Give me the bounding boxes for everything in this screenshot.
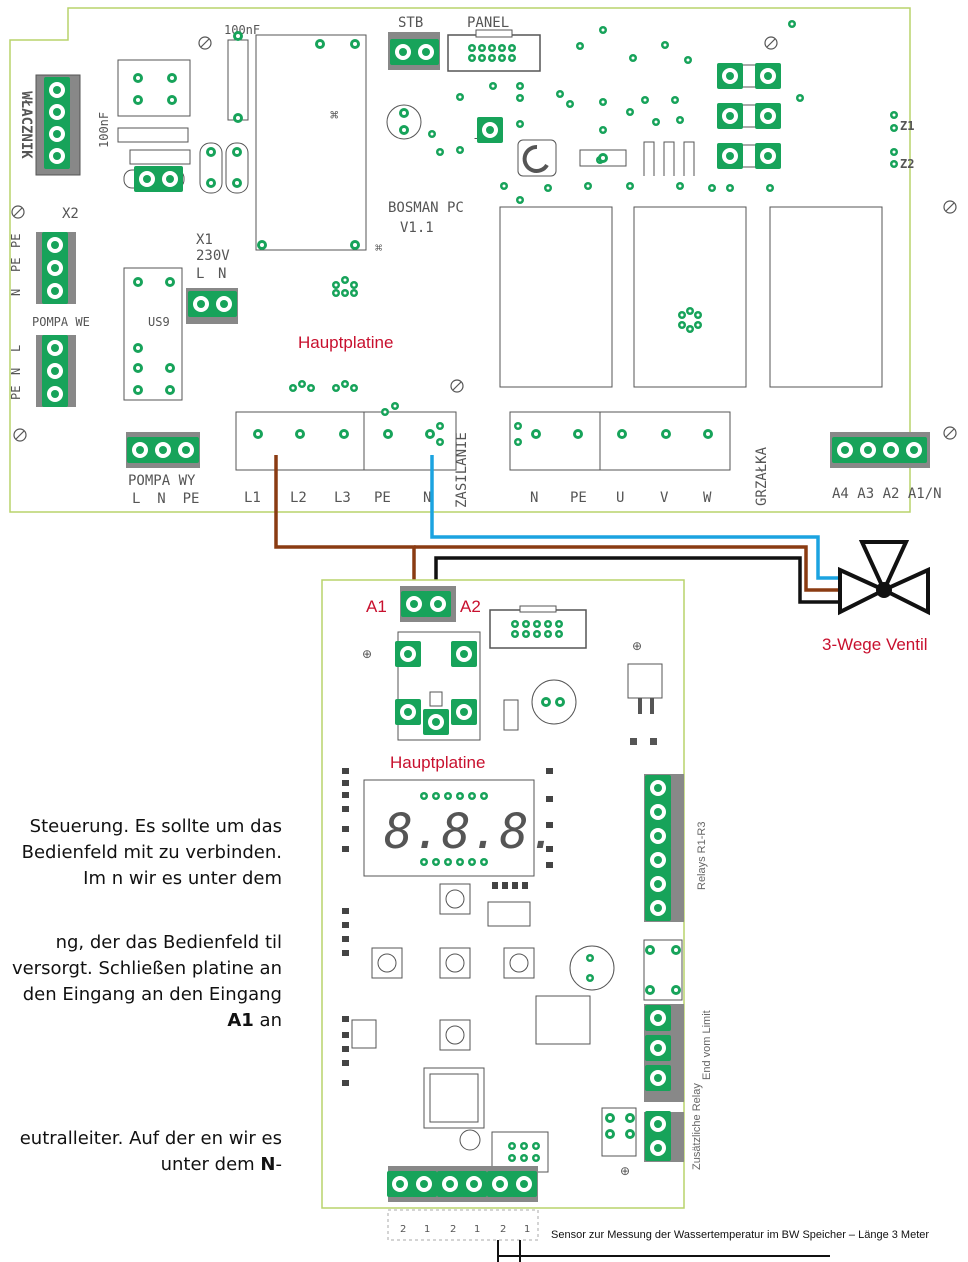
stb-label: STB <box>398 15 423 31</box>
sensor-wire <box>497 1240 830 1262</box>
term-r-v: V <box>660 490 669 506</box>
cap-label-1: 100nF <box>97 112 111 148</box>
wire-blue <box>430 455 840 580</box>
z1-label: Z1 <box>900 119 914 133</box>
model-label: BOSMAN PC <box>388 200 464 216</box>
pompa-we-l: L <box>9 345 23 352</box>
sensor-note: Sensor zur Messung der Wassertemperatur … <box>551 1229 930 1241</box>
bottom-board-title: Hauptplatine <box>390 753 485 772</box>
bottom-board: A1 A2 ⊕ ⊕ Hauptplatine 8.8.8. <box>321 579 713 1209</box>
side-text-p1: Steuerung. Es sollte um das Bedienfeld m… <box>21 816 282 889</box>
x1-label: X1 <box>196 232 213 248</box>
display-digits: 8.8.8. <box>384 804 557 860</box>
term-n: N <box>423 490 431 506</box>
valve-label: 3-Wege Ventil <box>822 635 928 654</box>
side-text-p2d: an <box>253 1010 282 1031</box>
top-board: WŁACZNIK X2 PE PE N POMPA WE L N PE 100n… <box>9 7 957 513</box>
x2-pe2: PE <box>9 258 23 272</box>
pompa-we-pe: PE <box>9 386 23 400</box>
a1-label: A1 <box>366 597 387 616</box>
x1-connector <box>186 288 238 324</box>
svg-text:⊕: ⊕ <box>362 647 372 661</box>
buttons <box>371 883 535 1051</box>
wlacznik-connector: WŁACZNIK <box>18 74 81 176</box>
term-r-u: U <box>616 490 624 506</box>
pompa-wy-label: POMPA WY <box>128 473 196 489</box>
panel-connector <box>447 29 541 72</box>
us9-label: US9 <box>148 315 170 329</box>
term-pe: PE <box>374 490 391 506</box>
wlacznik-label: WŁACZNIK <box>18 91 34 159</box>
svg-text:⊕: ⊕ <box>632 639 642 653</box>
pin-label-2: 1 <box>424 1224 430 1235</box>
bottom-pin-labels: 2 1 2 1 2 1 <box>387 1209 539 1241</box>
x1-n: N <box>218 266 226 282</box>
pompa-wy-pins: L N PE <box>132 491 199 507</box>
x2-n: N <box>9 289 23 296</box>
term-l1: L1 <box>244 490 261 506</box>
wire-black <box>434 556 840 604</box>
top-board-title: Hauptplatine <box>298 333 393 352</box>
relay-output-connector <box>830 432 930 468</box>
x2-connector: X2 PE PE N <box>9 206 79 304</box>
pin-label-6: 1 <box>524 1224 530 1235</box>
three-way-valve-icon <box>838 540 930 616</box>
stb-connector <box>388 32 440 70</box>
pompa-wy-connector <box>126 432 200 468</box>
extra-relay-label: Zusätzliche Relay <box>691 1083 703 1170</box>
term-r-n: N <box>530 490 538 506</box>
relays-r1-r3-label: Relays R1-R3 <box>696 822 708 890</box>
panel-label: PANEL <box>467 15 509 31</box>
x1-voltage: 230V <box>196 248 230 264</box>
side-text-block-3: eutralleiter. Auf der en wir es unter de… <box>0 1126 282 1178</box>
wire-brown-valve <box>414 545 840 592</box>
terminal-block-left <box>235 402 457 471</box>
seven-segment-display: 8.8.8. <box>363 779 557 877</box>
svg-text:⌘: ⌘ <box>330 108 338 124</box>
pompa-we-label: POMPA WE <box>32 315 90 329</box>
side-text-p3c: - <box>275 1154 283 1175</box>
terminal-block-right <box>509 411 731 471</box>
side-text-p2a: ng, der das Bedienfeld til versorgt. Sch… <box>11 932 282 1005</box>
side-text-p3a: eutralleiter. Auf der en wir es unter de… <box>19 1128 282 1175</box>
extra-relay-connector <box>644 1111 684 1162</box>
svg-text:⌘: ⌘ <box>375 241 382 255</box>
wires <box>274 455 840 604</box>
grzalka-label: GRZAŁKA <box>754 446 770 506</box>
side-text-p2b: an den Eingang <box>141 984 282 1005</box>
x1-l: L <box>196 266 204 282</box>
zasilanie-label: ZASILANIE <box>454 432 470 508</box>
side-text-block-1: Steuerung. Es sollte um das Bedienfeld m… <box>0 814 282 892</box>
term-l2: L2 <box>290 490 307 506</box>
x2-pe1: PE <box>9 234 23 248</box>
relay-output-labels: A4 A3 A2 A1/N <box>832 486 942 502</box>
svg-text:⊕: ⊕ <box>620 1164 630 1178</box>
bottom-connectors <box>387 1166 538 1202</box>
a1-a2-connector <box>400 586 456 622</box>
pin-label-3: 2 <box>450 1224 456 1235</box>
version-label: V1.1 <box>400 220 434 236</box>
side-text-block-2: ng, der das Bedienfeld til versorgt. Sch… <box>0 930 282 1034</box>
a2-label: A2 <box>460 597 481 616</box>
pin-label-4: 1 <box>474 1224 480 1235</box>
term-l3: L3 <box>334 490 351 506</box>
side-text-p2-a1: A1 <box>227 1010 254 1031</box>
pompa-we-n: N <box>9 368 23 375</box>
cap-label-2: 100nF <box>224 23 260 37</box>
pin-label-1: 2 <box>400 1224 406 1235</box>
wire-brown <box>274 455 416 596</box>
end-limit-label: End vom Limit <box>701 1010 713 1080</box>
relays-r1-r3-connector <box>644 774 684 922</box>
side-text-p3-n: N <box>260 1154 276 1175</box>
x2-label: X2 <box>62 206 79 222</box>
term-r-w: W <box>703 490 712 506</box>
pin-label-5: 2 <box>500 1224 506 1235</box>
end-limit-connector <box>644 1004 684 1102</box>
pompa-we-connector: L N PE <box>9 335 76 407</box>
term-r-pe: PE <box>570 490 587 506</box>
z2-label: Z2 <box>900 157 914 171</box>
